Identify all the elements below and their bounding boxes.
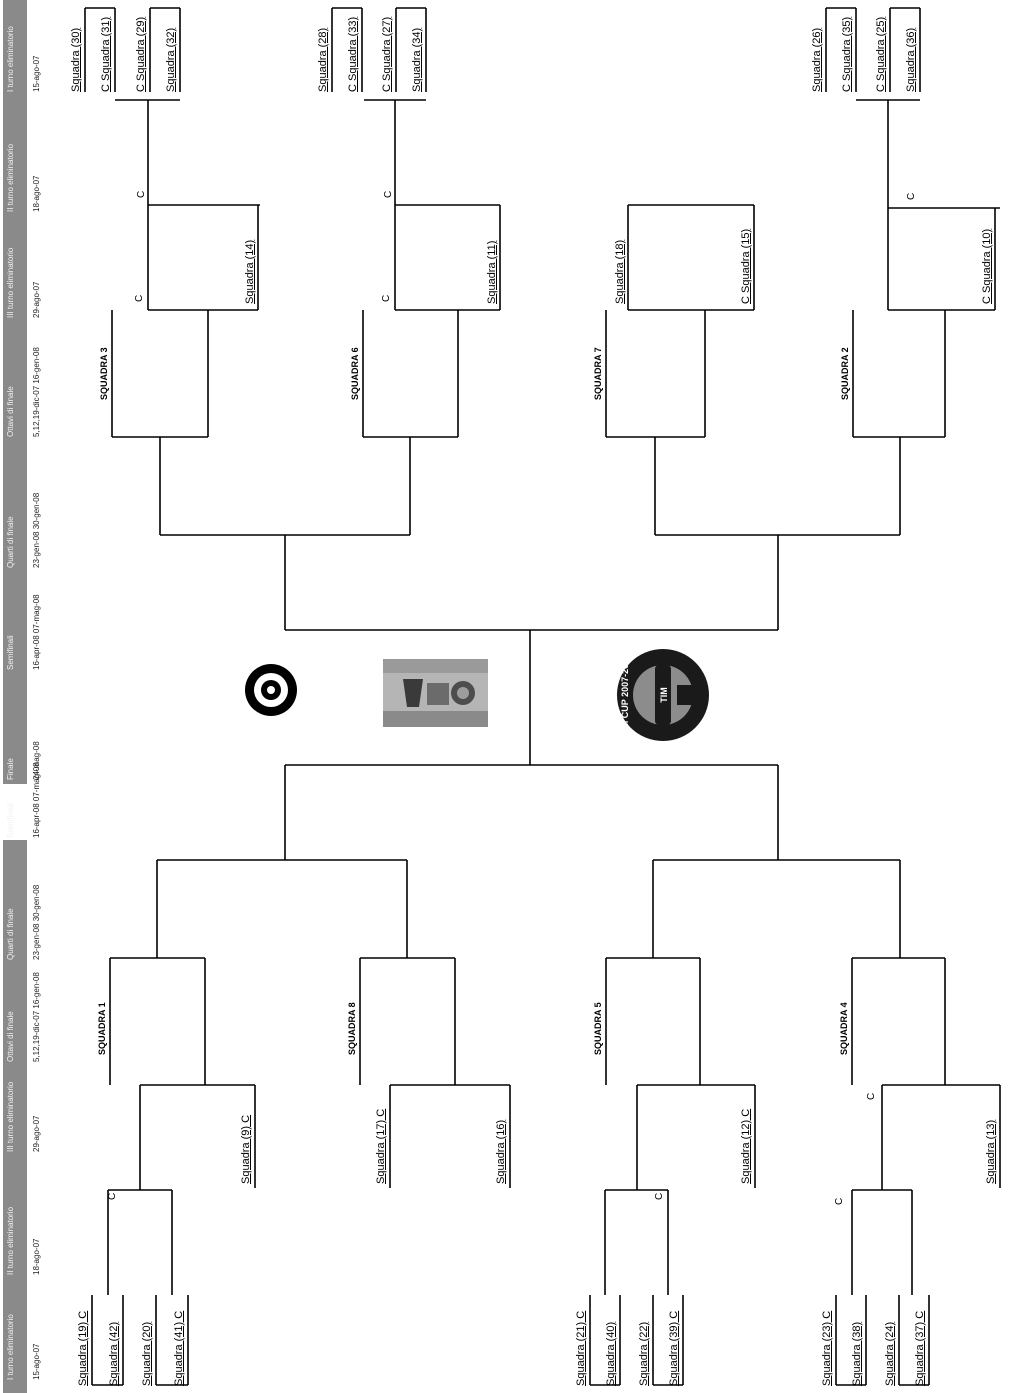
team-label: Squadra (16) xyxy=(496,1120,507,1184)
round-date: 16-apr-08 07-mag-08 xyxy=(33,762,41,838)
round-date: 15-ago-07 xyxy=(33,1344,41,1380)
team-label: Squadra (22) xyxy=(639,1322,650,1386)
team-label: Squadra (18) xyxy=(615,240,626,304)
round-title: I turno eliminatorio xyxy=(7,1314,15,1380)
team-label: Squadra (11) xyxy=(487,241,498,304)
round-title: Quarti di finale xyxy=(7,516,15,568)
seed-label: SQUADRA 4 xyxy=(840,1002,849,1055)
round-date: 23-gen-08 30-gen-08 xyxy=(33,885,41,960)
round-title: Finale xyxy=(7,758,15,780)
c-mark: C xyxy=(137,191,147,198)
tim-cup-badge: TIM TIM CUP 2007-2008 xyxy=(615,647,711,748)
team-label: C Squadra (31) xyxy=(101,17,112,92)
target-emblem xyxy=(243,662,299,718)
team-label: C Squadra (35) xyxy=(842,17,853,92)
team-label: Squadra (23) C xyxy=(822,1311,833,1386)
team-label: C Squadra (33) xyxy=(348,17,359,92)
round-date: 18-ago-07 xyxy=(33,1239,41,1275)
team-label: Squadra (12) C xyxy=(741,1109,752,1184)
round-title: I turno eliminatorio xyxy=(7,26,15,92)
tim-cup-text: TIM CUP 2007-2008 xyxy=(620,654,630,736)
seed-label: SQUADRA 8 xyxy=(348,1002,357,1055)
team-label: C Squadra (27) xyxy=(382,17,393,92)
round-title: II turno eliminatorio xyxy=(7,144,15,212)
team-label: Squadra (26) xyxy=(812,28,823,92)
team-label: Squadra (9) C xyxy=(241,1115,252,1184)
c-mark: C xyxy=(108,1193,118,1200)
team-label: Squadra (41) C xyxy=(174,1311,185,1386)
round-date: 18-ago-07 xyxy=(33,176,41,212)
team-label: C Squadra (15) xyxy=(741,229,752,304)
round-title: III turno eliminatorio xyxy=(7,248,15,318)
trophy-photo xyxy=(383,659,488,727)
round-title: Ottavi di finale xyxy=(7,1011,15,1062)
c-mark: C xyxy=(382,295,392,302)
seed-label: SQUADRA 7 xyxy=(594,347,603,400)
round-title: Ottavi di finale xyxy=(7,386,15,437)
trophy-photo xyxy=(383,659,488,732)
team-label: Squadra (40) xyxy=(606,1322,617,1386)
round-title: Semifinali xyxy=(7,635,15,670)
round-date: 15-ago-07 xyxy=(33,56,41,92)
round-title: Quarti di finale xyxy=(7,908,15,960)
team-label: Squadra (19) C xyxy=(78,1311,89,1386)
seed-label: SQUADRA 3 xyxy=(100,347,109,400)
team-label: Squadra (36) xyxy=(906,28,917,92)
round-date: 29-ago-07 xyxy=(33,1116,41,1152)
c-mark: C xyxy=(384,191,394,198)
tim-inner-text: TIM xyxy=(659,687,669,703)
c-mark: C xyxy=(907,193,917,200)
team-label: C Squadra (10) xyxy=(982,229,993,304)
tim-cup-badge: TIM TIM CUP 2007-2008 xyxy=(615,647,711,743)
seed-label: SQUADRA 1 xyxy=(98,1002,107,1055)
target-emblem xyxy=(243,662,299,723)
c-mark: C xyxy=(135,295,145,302)
round-title: II turno eliminatorio xyxy=(7,1207,15,1275)
round-date: 29-ago-07 xyxy=(33,282,41,318)
team-label: Squadra (14) xyxy=(245,240,256,304)
round-date: 5,12,19-dic-07 16-gen-08 xyxy=(33,347,41,437)
round-title: Semifinali xyxy=(7,803,15,838)
seed-label: SQUADRA 6 xyxy=(351,347,360,400)
team-label: C Squadra (25) xyxy=(876,17,887,92)
team-label: Squadra (39) C xyxy=(669,1311,680,1386)
team-label: C Squadra (29) xyxy=(136,17,147,92)
team-label: Squadra (38) xyxy=(852,1322,863,1386)
team-label: Squadra (34) xyxy=(412,28,423,92)
team-label: Squadra (13) xyxy=(986,1120,997,1184)
seed-label: SQUADRA 2 xyxy=(841,347,850,400)
team-label: Squadra (42) xyxy=(109,1322,120,1386)
team-label: Squadra (32) xyxy=(166,28,177,92)
c-mark: C xyxy=(835,1198,845,1205)
round-date: 5,12,19-dic-07 16-gen-08 xyxy=(33,972,41,1062)
round-date: 23-gen-08 30-gen-08 xyxy=(33,493,41,568)
round-date: 16-apr-08 07-mag-08 xyxy=(33,594,41,670)
team-label: Squadra (24) xyxy=(885,1322,896,1386)
team-label: Squadra (30) xyxy=(71,28,82,92)
c-mark: C xyxy=(867,1093,877,1100)
round-title: III turno eliminatorio xyxy=(7,1082,15,1152)
c-mark: C xyxy=(655,1193,665,1200)
seed-label: SQUADRA 5 xyxy=(594,1002,603,1055)
team-label: Squadra (28) xyxy=(318,28,329,92)
team-label: Squadra (37) C xyxy=(915,1311,926,1386)
team-label: Squadra (21) C xyxy=(576,1311,587,1386)
team-label: Squadra (17) C xyxy=(376,1109,387,1184)
team-label: Squadra (20) xyxy=(142,1322,153,1386)
